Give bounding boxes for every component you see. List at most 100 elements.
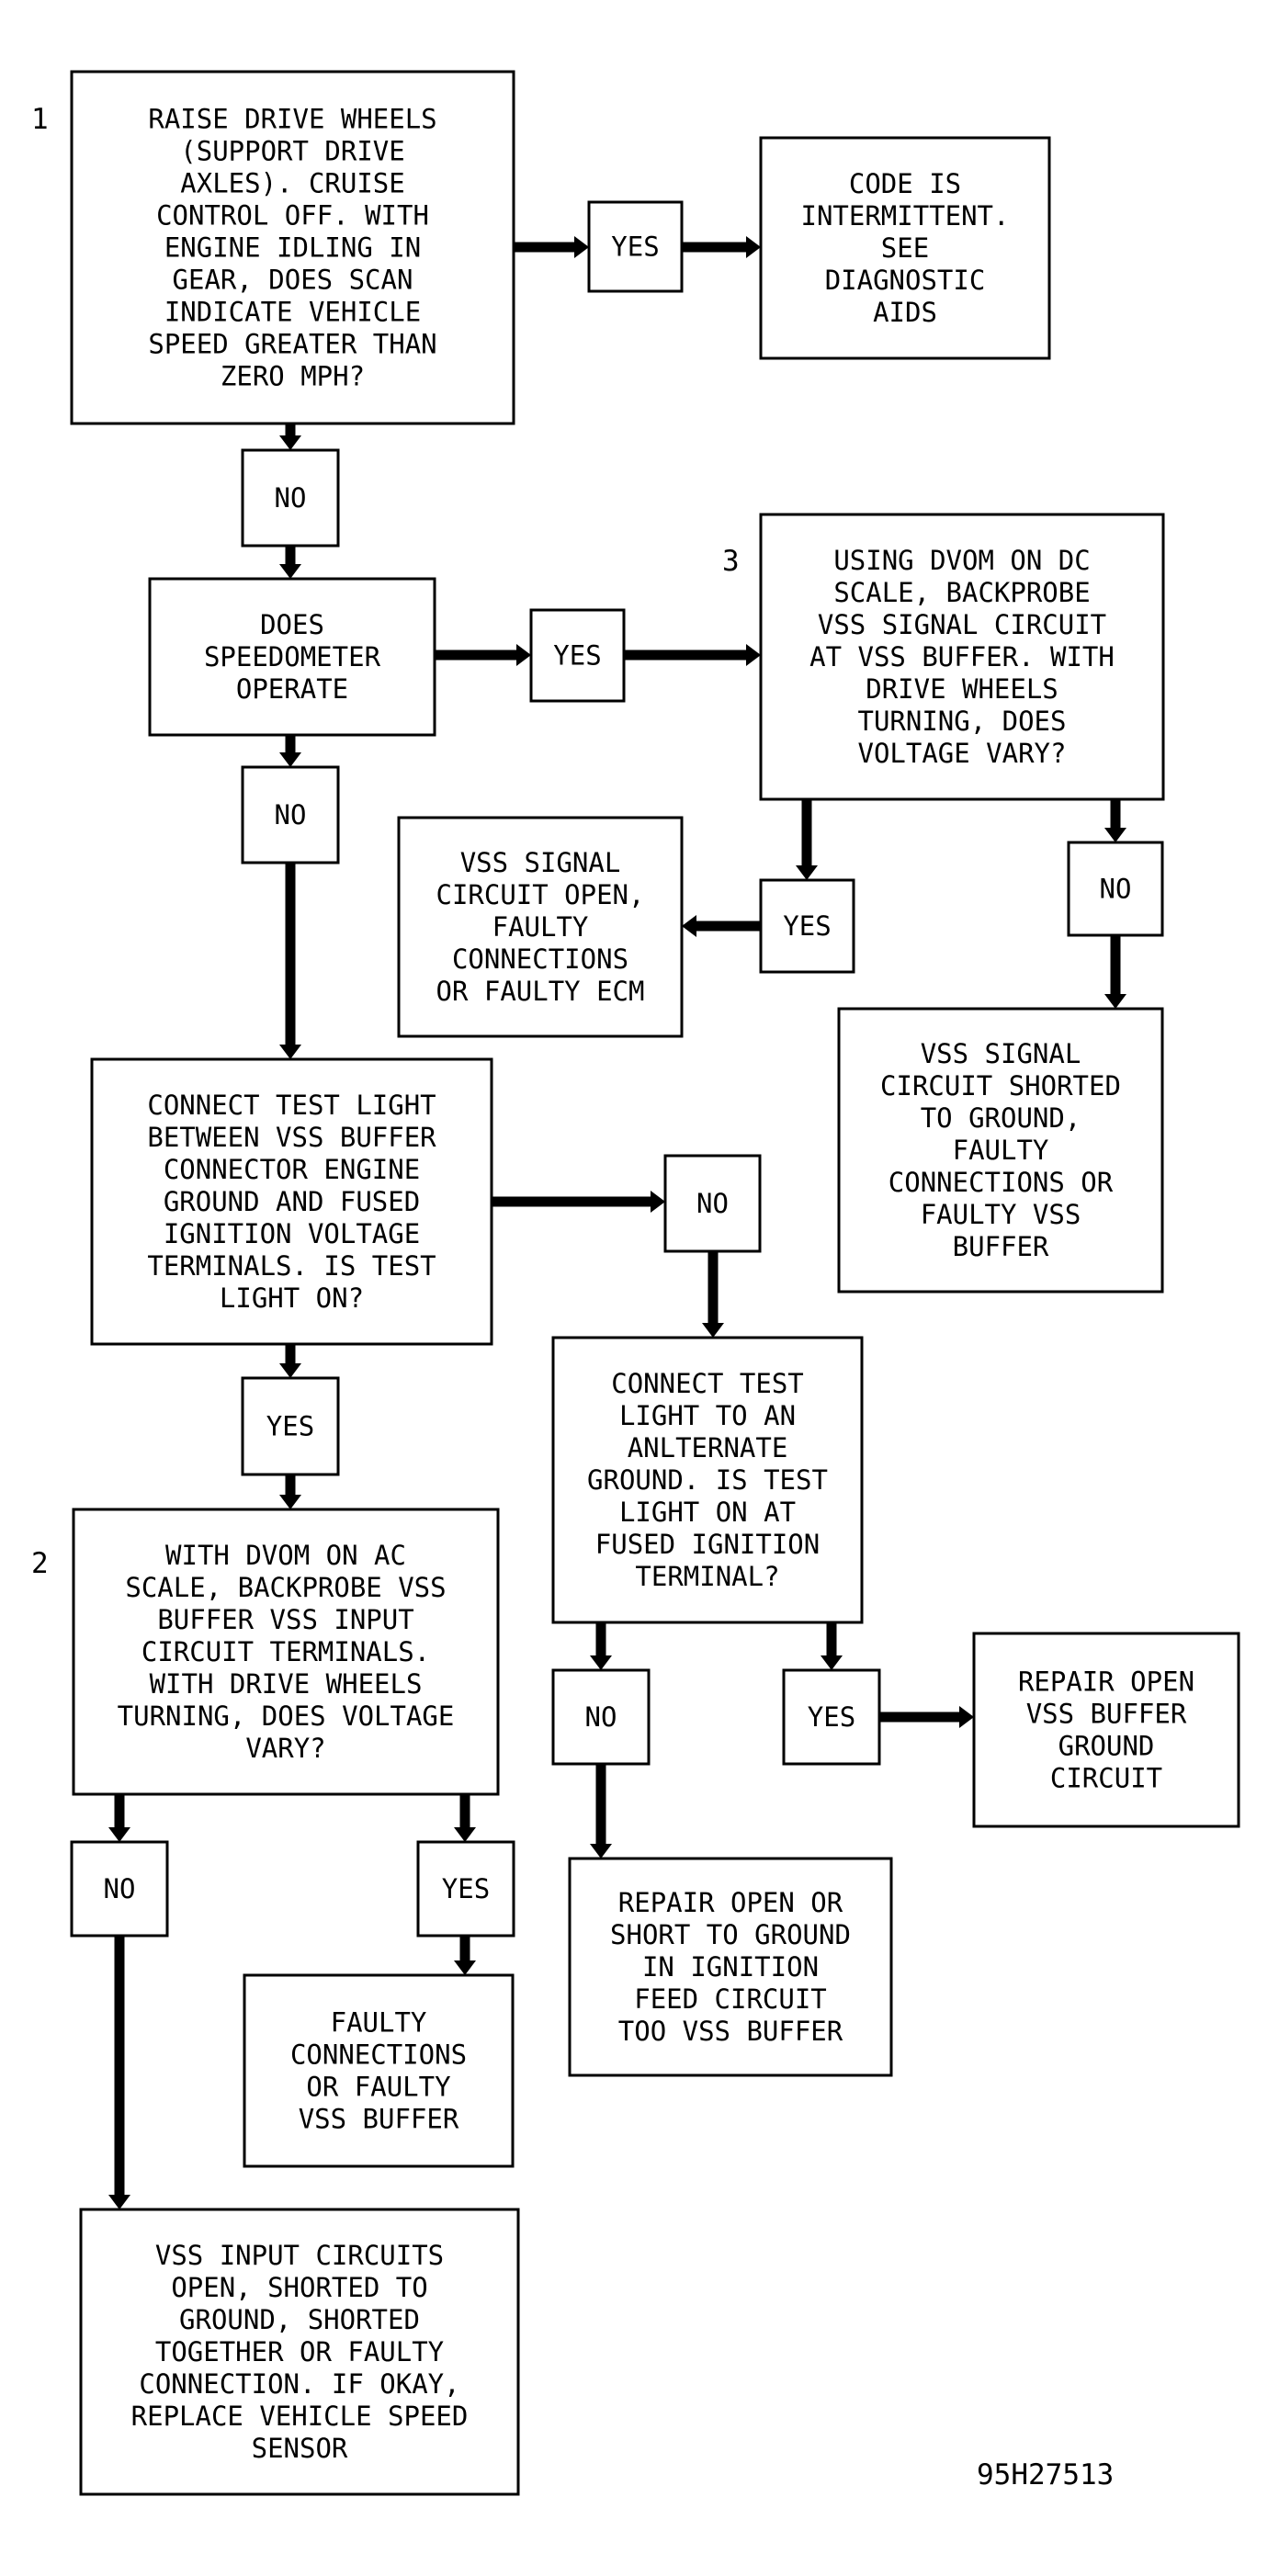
arrow-yes-to-q2 (279, 1474, 301, 1509)
arrow-head (108, 1827, 130, 1842)
node-text-line: SCALE, BACKPROBE (833, 577, 1090, 608)
node-text-line: FAULTY (492, 911, 589, 943)
arrow-head (590, 1844, 612, 1859)
arrow-alt-to-no (590, 1622, 612, 1670)
node-text-line: CONNECTOR ENGINE (164, 1154, 420, 1185)
node-no1: NO (241, 448, 340, 548)
node-text-line: NO (585, 1701, 617, 1733)
node-text-line: SHORT TO GROUND (610, 1919, 851, 1950)
node-box (72, 1508, 500, 1796)
node-text-line: OPEN, SHORTED TO (171, 2272, 427, 2303)
node-text-line: NO (275, 799, 307, 830)
node-text-line: LIGHT ON? (220, 1282, 364, 1314)
arrow-q2-to-no2 (108, 1794, 130, 1842)
arrow-head (279, 435, 301, 450)
node-text-line: OR FAULTY ECM (436, 976, 645, 1007)
arrow-yes-to-repair-ground (879, 1706, 974, 1728)
node-text-line: WITH DRIVE WHEELS (150, 1668, 423, 1700)
node-box (241, 1376, 340, 1476)
node-text-line: IN IGNITION (642, 1951, 819, 1983)
node-text-line: FEED CIRCUIT (634, 1983, 827, 2015)
node-text-line: AIDS (873, 297, 937, 328)
step-labels: 1 3 2 95H27513 (31, 103, 1114, 2491)
arrow-head (746, 236, 761, 258)
node-text-line: OR FAULTY (306, 2072, 450, 2103)
node-yes2: YES (416, 1840, 515, 1938)
node-text-line: SPEEDOMETER (204, 641, 381, 672)
node-text-line: SCALE, BACKPROBE VSS (125, 1572, 446, 1603)
node-no-speedo: NO (241, 765, 340, 864)
node-text-line: YES (266, 1411, 314, 1442)
node-text-line: VSS SIGNAL CIRCUIT (818, 609, 1106, 640)
node-text-line: DIAGNOSTIC (825, 265, 986, 296)
node-text-line: YES (808, 1701, 855, 1733)
node-text-line: ENGINE IDLING IN (164, 232, 421, 264)
node-box (782, 1668, 881, 1766)
arrow-head (516, 644, 531, 666)
node-text-line: VARY? (245, 1733, 325, 1764)
node-no-alt: NO (551, 1668, 651, 1766)
arrow-head (959, 1706, 974, 1728)
node-box (587, 200, 684, 293)
node-text-line: FAULTY VSS (921, 1199, 1081, 1230)
node-text-line: CONTROL OFF. WITH (156, 200, 429, 232)
node-text-line: CONNECTIONS OR (889, 1167, 1114, 1198)
node-box (568, 1857, 893, 2077)
step-number-1: 1 (31, 103, 49, 136)
node-text-line: LIGHT ON AT (619, 1497, 796, 1528)
node-text-line: CONNECTION. IF OKAY, (139, 2368, 459, 2400)
node-text-line: TURNING, DOES (858, 706, 1067, 737)
node-text-line: OPERATE (236, 673, 348, 705)
node-text-line: TURNING, DOES VOLTAGE (118, 1700, 455, 1732)
node-text-line: INTERMITTENT. (801, 200, 1010, 232)
arrow-head (108, 2195, 130, 2209)
arrow-head (682, 915, 696, 937)
node-text-line: SENSOR (252, 2433, 348, 2464)
arrow-no2-to-input (108, 1936, 130, 2209)
node-text-line: DOES (260, 609, 324, 640)
arrow-testlight-to-no (492, 1191, 665, 1213)
node-box (79, 2208, 520, 2496)
node-box (551, 1668, 651, 1766)
node-text-line: NO (275, 482, 307, 514)
node-text-line: VSS BUFFER (1026, 1699, 1187, 1730)
arrow-head (702, 1323, 724, 1338)
node-text-line: GROUND (1058, 1731, 1155, 1762)
arrow-yes3-to-signal-open (682, 915, 761, 937)
arrow-speedo-to-no (279, 735, 301, 767)
arrow-no1-to-speedo (279, 546, 301, 579)
arrow-head (454, 1827, 476, 1842)
node-box (90, 1057, 493, 1346)
node-text-line: REPAIR OPEN OR (618, 1887, 843, 1918)
node-text-line: CIRCUIT TERMINALS. (141, 1636, 430, 1667)
arrow-no-to-testlight (279, 863, 301, 1059)
node-box (397, 816, 684, 1038)
arrow-no-to-repair-feed (590, 1764, 612, 1859)
arrow-speedo-to-yes (435, 644, 531, 666)
node-box (1067, 841, 1164, 937)
node-text-line: BETWEEN VSS BUFFER (147, 1122, 436, 1153)
node-text-line: CIRCUIT SHORTED (880, 1070, 1121, 1102)
arrow-q2-to-yes2 (454, 1794, 476, 1842)
node-box (551, 1336, 864, 1624)
node-text-line: TERMINAL? (635, 1561, 779, 1592)
node-box (663, 1154, 762, 1253)
arrow-head (454, 1960, 476, 1975)
node-text-line: (SUPPORT DRIVE (180, 136, 404, 167)
node-text-line: GROUND, SHORTED (179, 2304, 420, 2335)
node-text-line: YES (611, 232, 659, 263)
arrow-head (821, 1655, 843, 1670)
node-text-line: FUSED IGNITION (595, 1529, 820, 1560)
node-text-line: IGNITION VOLTAGE (164, 1218, 420, 1249)
node-box (759, 136, 1051, 360)
node-yes3: YES (759, 878, 855, 974)
